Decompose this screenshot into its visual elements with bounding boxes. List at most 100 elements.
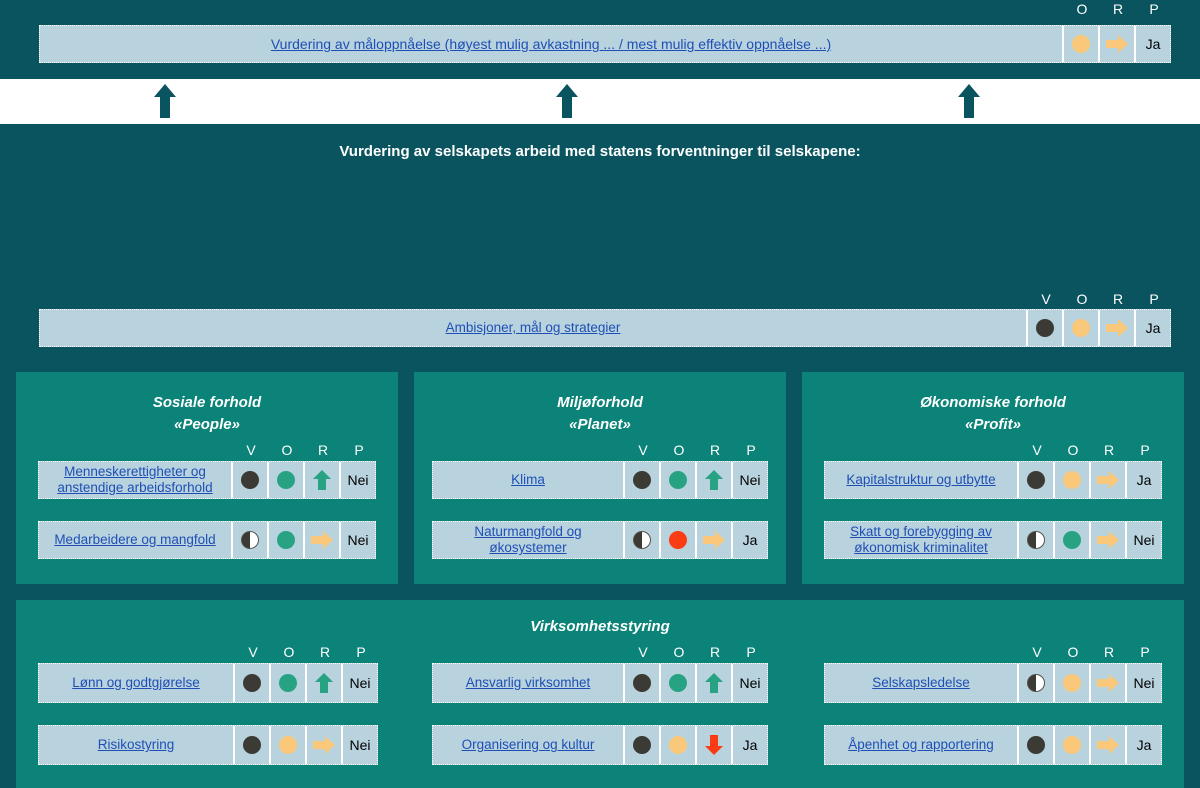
col-head-p: P (354, 442, 364, 458)
status-cell-r[interactable] (303, 462, 339, 498)
status-cell-r[interactable] (695, 522, 731, 558)
status-cell-r[interactable] (303, 522, 339, 558)
status-cell-o[interactable] (1062, 26, 1098, 62)
status-cell-o[interactable] (269, 726, 305, 764)
status-cell-o[interactable] (269, 664, 305, 702)
row-link[interactable]: Risikostyring (97, 737, 175, 752)
table-row[interactable]: Menneskerettigheter og anstendige arbeid… (38, 461, 376, 499)
status-cell-v[interactable] (1017, 726, 1053, 764)
col-head-p: P (1140, 644, 1150, 660)
col-head-v: V (248, 644, 258, 660)
status-cell-o[interactable] (1053, 664, 1089, 702)
status-cell-r[interactable] (1098, 310, 1134, 346)
status-cell-o[interactable] (1062, 310, 1098, 346)
status-cell-v[interactable] (1017, 664, 1053, 702)
ambitions-row[interactable]: Ambisjoner, mål og strategier Ja (39, 309, 1171, 347)
goal-attainment-row[interactable]: Vurdering av måloppnåelse (høyest mulig … (39, 25, 1171, 63)
status-cell-o[interactable] (659, 462, 695, 498)
status-cell-v[interactable] (623, 522, 659, 558)
table-row[interactable]: Ansvarlig virksomhet Nei (432, 663, 768, 703)
table-row[interactable]: Skatt og forebygging av økonomisk krimin… (824, 521, 1162, 559)
status-cell-v[interactable] (231, 462, 267, 498)
row-label-cell: Organisering og kultur (433, 726, 623, 764)
status-cell-r[interactable] (695, 462, 731, 498)
row-link[interactable]: Menneskerettigheter og anstendige arbeid… (57, 464, 213, 495)
row-link[interactable]: Selskapsledelse (872, 675, 970, 690)
up-arrow-icon (555, 83, 579, 124)
status-cell-r[interactable] (1089, 522, 1125, 558)
status-cell-o[interactable] (659, 726, 695, 764)
row-link[interactable]: Lønn og godtgjørelse (72, 675, 200, 690)
status-cell-v[interactable] (1017, 522, 1053, 558)
status-cell-p[interactable]: Ja (1125, 726, 1161, 764)
status-cell-o[interactable] (1053, 726, 1089, 764)
table-row[interactable]: Klima Nei (432, 461, 768, 499)
status-cell-p[interactable]: Nei (339, 522, 375, 558)
black-circle-icon (633, 471, 651, 489)
status-cell-r[interactable] (1089, 664, 1125, 702)
status-cell-v[interactable] (233, 726, 269, 764)
status-cell-p[interactable]: Ja (731, 522, 767, 558)
status-cell-o[interactable] (267, 522, 303, 558)
orange-arrow-right-icon (313, 736, 335, 754)
row-link[interactable]: Skatt og forebygging av økonomisk krimin… (850, 524, 992, 555)
status-cell-r[interactable] (695, 726, 731, 764)
status-cell-p[interactable]: Nei (341, 726, 377, 764)
row-link[interactable]: Medarbeidere og mangfold (54, 532, 216, 547)
row-link[interactable]: Åpenhet og rapportering (848, 737, 994, 752)
row-link[interactable]: Kapitalstruktur og utbytte (846, 472, 996, 487)
status-cell-p[interactable]: Ja (731, 726, 767, 764)
status-cell-o[interactable] (659, 664, 695, 702)
row-link[interactable]: Organisering og kultur (461, 737, 595, 752)
status-cell-o[interactable] (267, 462, 303, 498)
status-cell-p[interactable]: Nei (339, 462, 375, 498)
status-cell-v[interactable] (233, 664, 269, 702)
row-link[interactable]: Klima (511, 472, 545, 487)
status-cell-r[interactable] (305, 664, 341, 702)
status-cell-o[interactable] (1053, 462, 1089, 498)
flow-arrow-band (0, 79, 1200, 124)
status-cell-p[interactable]: Nei (731, 462, 767, 498)
status-cell-p[interactable]: Nei (1125, 522, 1161, 558)
table-row[interactable]: Kapitalstruktur og utbytte Ja (824, 461, 1162, 499)
main-assessment-section: Vurdering av selskapets arbeid med state… (0, 124, 1200, 788)
status-cell-p[interactable]: Nei (731, 664, 767, 702)
green-arrow-up-icon (705, 470, 723, 490)
table-row[interactable]: Lønn og godtgjørelse Nei (38, 663, 378, 703)
panel-social-column-headers: V O R P (38, 440, 376, 459)
status-cell-p[interactable]: Nei (341, 664, 377, 702)
status-cell-o[interactable] (1053, 522, 1089, 558)
status-cell-r[interactable] (1089, 462, 1125, 498)
black-circle-icon (1027, 736, 1045, 754)
table-row[interactable]: Åpenhet og rapportering Ja (824, 725, 1162, 765)
status-cell-v[interactable] (1026, 310, 1062, 346)
half-circle-icon (1027, 674, 1045, 692)
status-cell-v[interactable] (623, 462, 659, 498)
status-cell-v[interactable] (623, 664, 659, 702)
row-link[interactable]: Naturmangfold og økosystemer (474, 524, 582, 555)
status-cell-r[interactable] (305, 726, 341, 764)
status-cell-o[interactable] (659, 522, 695, 558)
status-cell-p[interactable]: Ja (1134, 26, 1170, 62)
top-column-headers: O R P (1063, 0, 1171, 18)
status-cell-r[interactable] (1089, 726, 1125, 764)
row-link[interactable]: Ansvarlig virksomhet (465, 675, 591, 690)
status-cell-v[interactable] (1017, 462, 1053, 498)
goal-attainment-link[interactable]: Vurdering av måloppnåelse (høyest mulig … (270, 36, 832, 52)
status-cell-p[interactable]: Ja (1125, 462, 1161, 498)
table-row[interactable]: Naturmangfold og økosystemer Ja (432, 521, 768, 559)
table-row[interactable]: Medarbeidere og mangfold Nei (38, 521, 376, 559)
row-status-cells: Nei (231, 522, 375, 558)
status-cell-v[interactable] (623, 726, 659, 764)
orange-circle-icon (669, 736, 687, 754)
status-cell-p[interactable]: Ja (1134, 310, 1170, 346)
status-cell-r[interactable] (1098, 26, 1134, 62)
status-cell-p[interactable]: Nei (1125, 664, 1161, 702)
status-cell-v[interactable] (231, 522, 267, 558)
status-cell-r[interactable] (695, 664, 731, 702)
goal-attainment-label-cell: Vurdering av måloppnåelse (høyest mulig … (40, 26, 1062, 62)
table-row[interactable]: Risikostyring Nei (38, 725, 378, 765)
ambitions-link[interactable]: Ambisjoner, mål og strategier (445, 320, 621, 335)
table-row[interactable]: Selskapsledelse Nei (824, 663, 1162, 703)
table-row[interactable]: Organisering og kultur Ja (432, 725, 768, 765)
